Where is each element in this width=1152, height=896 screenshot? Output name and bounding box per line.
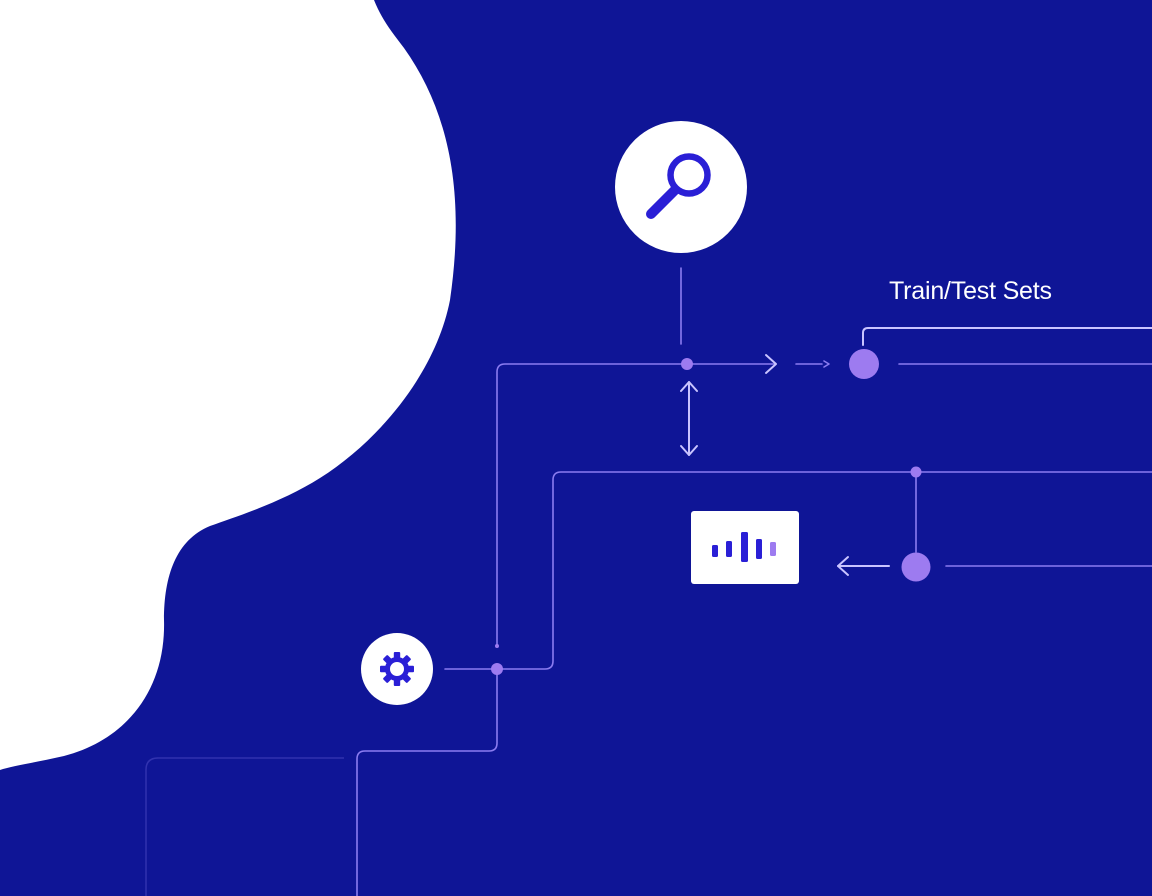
white-blob-shape	[0, 0, 456, 770]
bar-chart-icon	[712, 532, 776, 562]
bar-2	[726, 541, 732, 557]
faint-frame-line	[145, 757, 344, 896]
search-node-circle	[615, 121, 747, 253]
junction-dot-middle	[910, 466, 922, 478]
junction-dot-bottom	[491, 663, 503, 675]
junction-dot-top	[681, 358, 693, 370]
bracket-line	[862, 327, 1152, 346]
output-node[interactable]	[901, 552, 931, 582]
junction-dot-tiny	[495, 644, 499, 648]
chart-card[interactable]	[691, 511, 799, 584]
bar-5	[770, 542, 776, 556]
gear-ring	[385, 657, 409, 681]
bottom-step-line	[356, 668, 498, 896]
search-node[interactable]	[615, 121, 747, 253]
double-arrow-head-top	[680, 381, 698, 392]
left-arrow-head	[837, 556, 849, 576]
gear-icon	[380, 652, 414, 686]
bar-4	[756, 539, 762, 559]
train-test-node[interactable]	[849, 349, 879, 379]
magnifier-icon	[646, 153, 711, 219]
dashed-arrowhead-tip	[823, 360, 830, 368]
settings-node-circle	[361, 633, 433, 705]
bar-1	[712, 545, 718, 557]
middle-step-line	[444, 471, 1152, 670]
bar-3	[741, 532, 748, 562]
junction-dots	[491, 358, 922, 675]
top-arrowhead	[765, 354, 777, 374]
connector-lines	[356, 267, 1152, 896]
settings-node[interactable]	[361, 633, 433, 705]
top-horizontal-line	[496, 363, 777, 648]
double-arrow-head-bottom	[680, 445, 698, 456]
train-test-sets-label: Train/Test Sets	[889, 277, 1052, 305]
